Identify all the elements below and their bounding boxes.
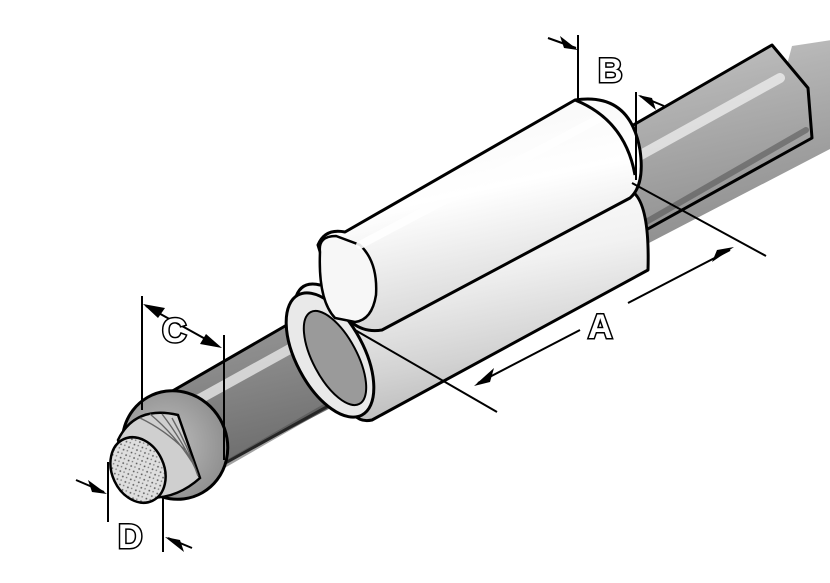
dim-d-arrow-left [88, 480, 107, 494]
dimension-b: B [547, 35, 665, 180]
dim-b-label: B [598, 52, 623, 90]
conductor-end-face [109, 436, 167, 504]
tube-body [316, 97, 643, 333]
dimension-d: D [75, 462, 193, 558]
tube-back-edge [574, 98, 637, 176]
dim-a-line-lower [477, 329, 581, 384]
tube-front-face [318, 234, 378, 324]
dim-a-ext-right [631, 182, 767, 257]
conductor-strand-lines [139, 413, 199, 477]
dim-a-label: A [588, 308, 613, 346]
dim-c-arrow-left [143, 304, 165, 318]
dim-b-arrow-left [560, 36, 578, 50]
conductor [109, 411, 202, 504]
dim-c-label: C [162, 312, 187, 350]
dim-a-line-upper [627, 249, 731, 304]
dim-a-ext-left [354, 329, 498, 413]
dimension-c: C [141, 296, 225, 460]
dim-b-arrow-right [638, 95, 656, 110]
marker-tube [316, 97, 643, 333]
dim-a-arrow-left [474, 368, 494, 386]
dim-c-arrow-right [200, 334, 222, 348]
sleeve-inner-opening [302, 309, 368, 407]
tube-highlight [356, 114, 604, 249]
marker-sleeve [284, 188, 650, 423]
dim-a-arrow-right [712, 247, 734, 262]
dimension-a: A [354, 182, 767, 413]
dim-d-arrow-right [165, 537, 184, 552]
dim-d-label: D [118, 518, 143, 556]
